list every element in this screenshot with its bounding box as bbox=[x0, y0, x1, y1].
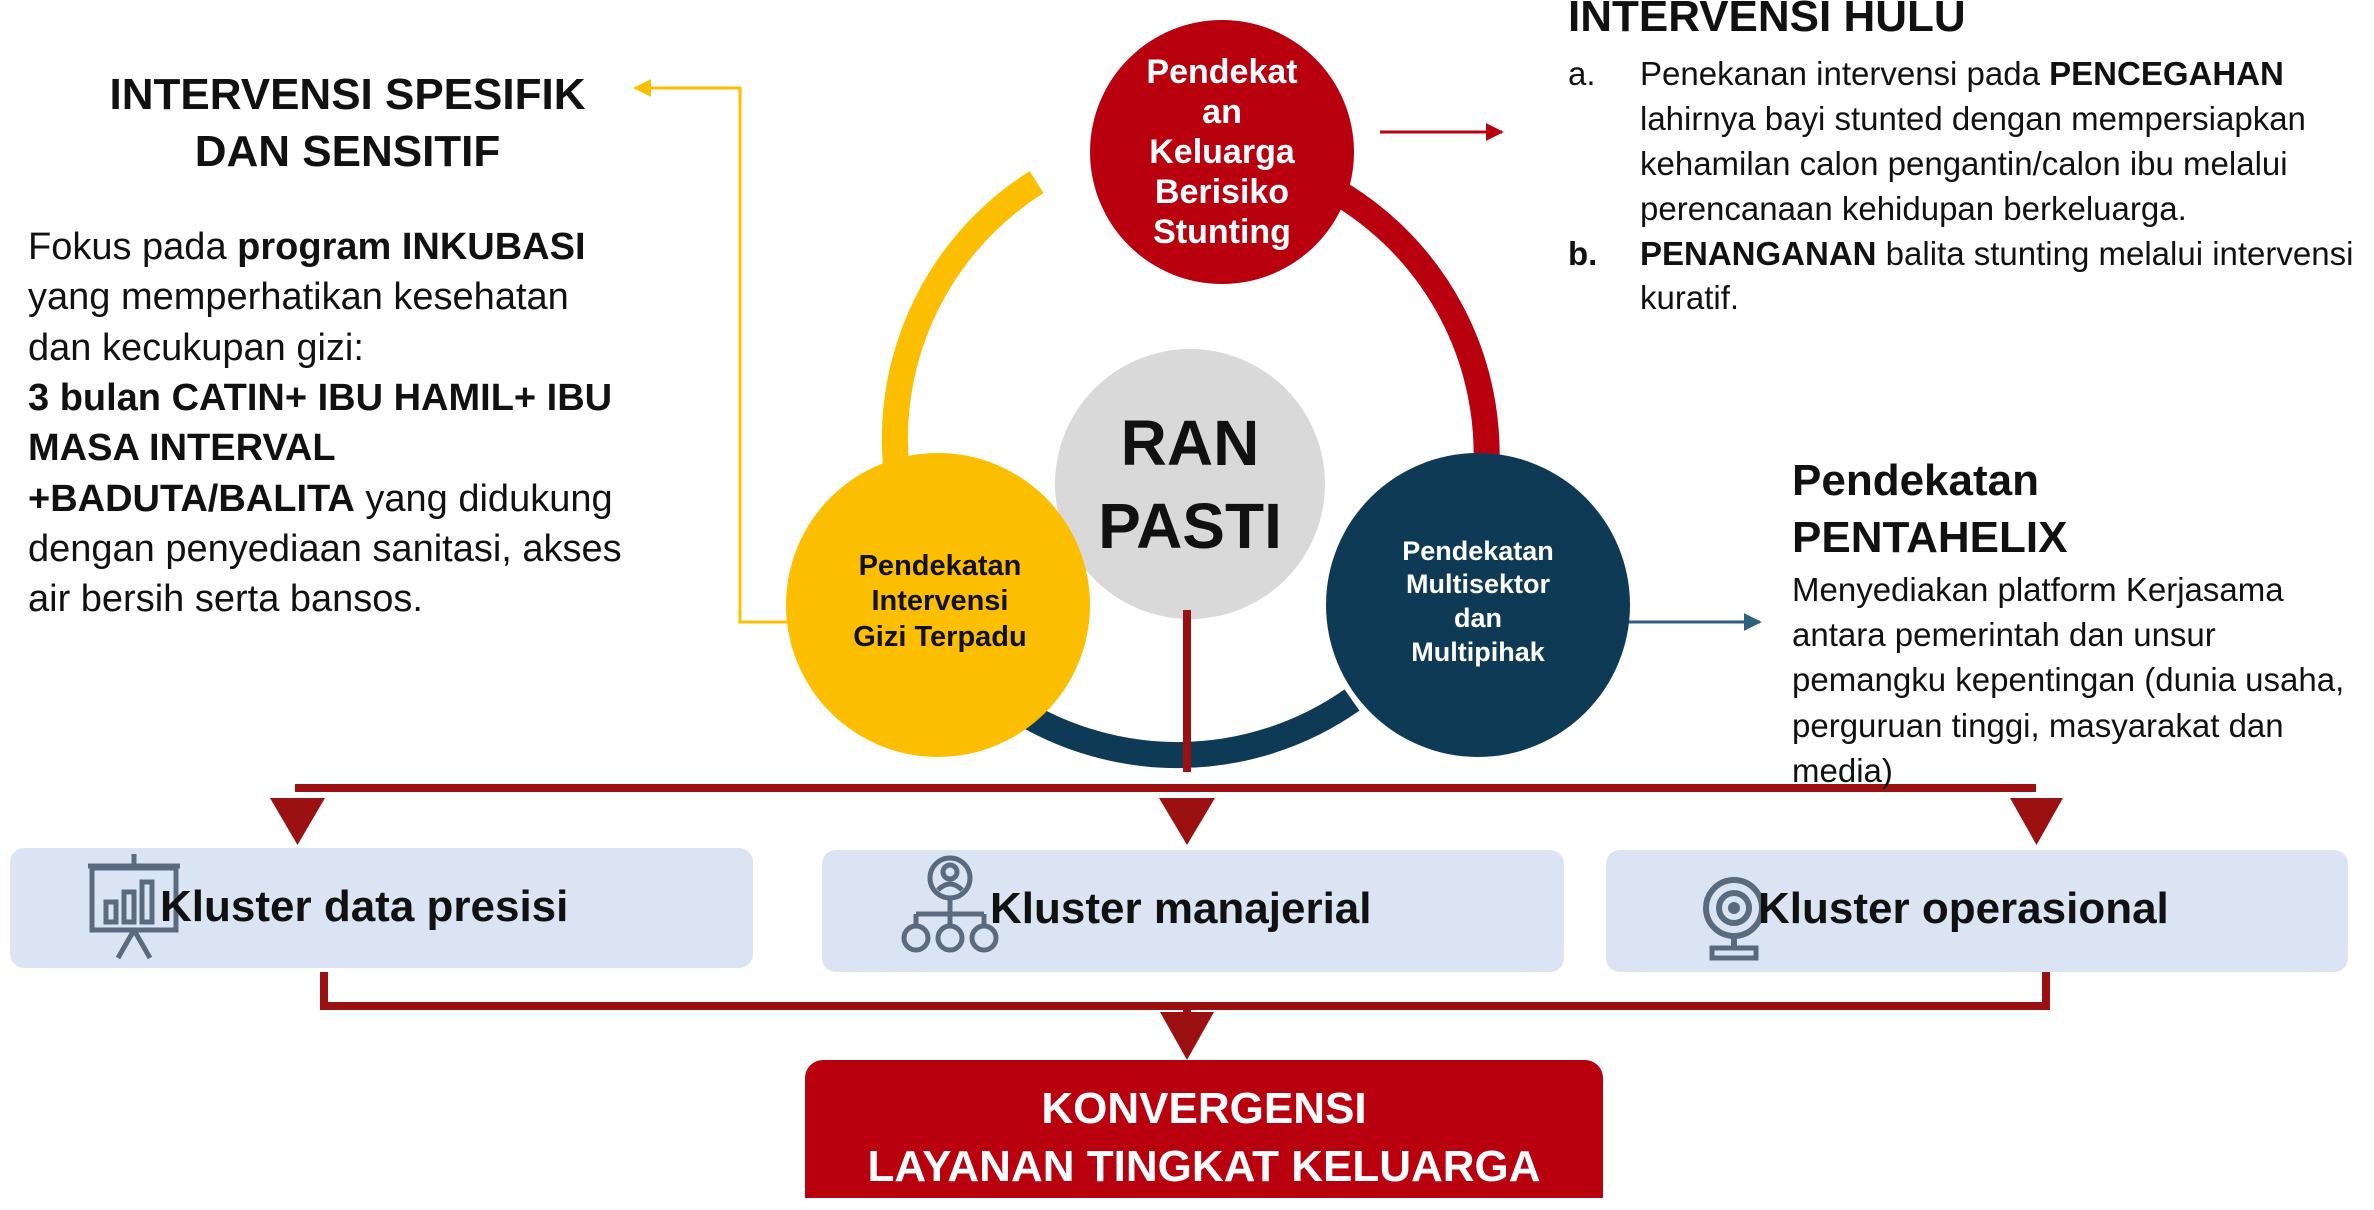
konvergensi-line-1: KONVERGENSI bbox=[1041, 1084, 1367, 1133]
left-body-part-4: 3 bulan CATIN+ IBU HAMIL+ IBU MASA INTER… bbox=[28, 377, 613, 520]
konvergensi-label: KONVERGENSI LAYANAN TINGKAT KELUARGA bbox=[805, 1060, 1603, 1210]
ring-arc-red bbox=[1312, 170, 1500, 501]
hulu-a-part-1: Penekanan intervensi pada bbox=[1640, 55, 2050, 92]
circle-left bbox=[786, 453, 1090, 757]
yellow-connector-arrow bbox=[633, 79, 800, 624]
bottom-collector bbox=[320, 972, 2050, 1010]
pentahelix-body: Menyediakan platform Kerjasama antara pe… bbox=[1792, 571, 2345, 789]
circle-right-text: Pendekatan Multisektor dan Multipihak bbox=[1402, 535, 1554, 667]
arrowhead-cluster-3 bbox=[2010, 798, 2063, 845]
hulu-marker-b: b. bbox=[1568, 234, 1598, 272]
left-title-line-2: DAN SENSITIF bbox=[194, 127, 501, 177]
hulu-marker-a: a. bbox=[1568, 55, 1596, 92]
cluster-box-2 bbox=[822, 850, 1564, 972]
cluster-box-1 bbox=[10, 848, 753, 968]
pentahelix-title-line-2: PENTAHELIX bbox=[1792, 513, 2068, 563]
hulu-item-b: b. PENANGANAN balita stunting melalui in… bbox=[1568, 232, 2368, 322]
circle-top bbox=[1090, 20, 1354, 284]
circle-top-text: Pendekat an Keluarga Berisiko Stunting bbox=[1146, 52, 1298, 252]
left-title: INTERVENSI SPESIFIK DAN SENSITIF bbox=[60, 66, 635, 180]
circle-center-label: RAN PASTI bbox=[1040, 380, 1340, 590]
presentation-chart-icon bbox=[88, 854, 180, 960]
konvergensi-line-2: LAYANAN TINGKAT KELUARGA bbox=[867, 1142, 1541, 1192]
circle-left-text: Pendekatan Intervensi Gizi Terpadu bbox=[853, 549, 1027, 653]
hulu-a-part-2: PENCEGAHAN bbox=[2049, 55, 2284, 92]
hulu-list: a. Penekanan intervensi pada PENCEGAHAN … bbox=[1568, 52, 2368, 321]
hulu-title: INTERVENSI HULU bbox=[1568, 0, 1966, 41]
hulu-text-a: Penekanan intervensi pada PENCEGAHAN lah… bbox=[1640, 52, 2368, 232]
pentahelix-title-line-1: Pendekatan bbox=[1792, 456, 2039, 505]
circle-center-text: RAN PASTI bbox=[1098, 406, 1282, 562]
ring-arc-yellow bbox=[881, 171, 1044, 502]
left-title-line-1: INTERVENSI SPESIFIK bbox=[109, 70, 586, 119]
circle-right-label: Pendekatan Multisektor dan Multipihak bbox=[1328, 522, 1628, 682]
circle-top-label: Pendekat an Keluarga Berisiko Stunting bbox=[1062, 42, 1382, 262]
arrowhead-cluster-1 bbox=[270, 798, 325, 845]
arrowhead-konvergensi bbox=[1160, 1012, 1214, 1060]
cluster-box-3 bbox=[1606, 850, 2348, 972]
arrowhead-cluster-2 bbox=[1159, 798, 1215, 845]
left-body-part-1: Fokus pada bbox=[28, 226, 238, 268]
left-body: Fokus pada program INKUBASI yang memperh… bbox=[28, 222, 626, 625]
cluster-label-manajerial: Kluster manajerial bbox=[990, 884, 1372, 933]
circle-center-ranpasti bbox=[1055, 349, 1325, 619]
hulu-b-part-2: balita stunting melalui intervensi kurat… bbox=[1640, 234, 2354, 317]
left-body-part-2: program INKUBASI bbox=[237, 226, 586, 268]
hulu-b-part-1: PENANGANAN bbox=[1640, 234, 1877, 272]
left-body-part-5: yang didukung dengan penyediaan sanitasi… bbox=[28, 477, 622, 621]
cluster-label-data-presisi: Kluster data presisi bbox=[160, 882, 569, 931]
pentahelix-title: Pendekatan PENTAHELIX bbox=[1792, 452, 2067, 566]
hulu-text-b: PENANGANAN balita stunting melalui inter… bbox=[1640, 232, 2368, 322]
ring-arc-navy bbox=[995, 689, 1360, 769]
circle-right bbox=[1326, 453, 1630, 757]
cluster-label-operasional: Kluster operasional bbox=[1758, 884, 2169, 933]
konvergensi-box bbox=[805, 1060, 1603, 1198]
left-body-part-3: yang memperhatikan kesehatan dan kecukup… bbox=[28, 276, 569, 369]
org-hierarchy-icon bbox=[901, 855, 999, 953]
hulu-a-part-3: lahirnya bayi stunted dengan mempersiapk… bbox=[1640, 99, 2306, 227]
target-webcam-icon bbox=[1703, 877, 1765, 961]
hulu-item-a: a. Penekanan intervensi pada PENCEGAHAN … bbox=[1568, 52, 2368, 232]
circle-left-label: Pendekatan Intervensi Gizi Terpadu bbox=[790, 522, 1090, 682]
